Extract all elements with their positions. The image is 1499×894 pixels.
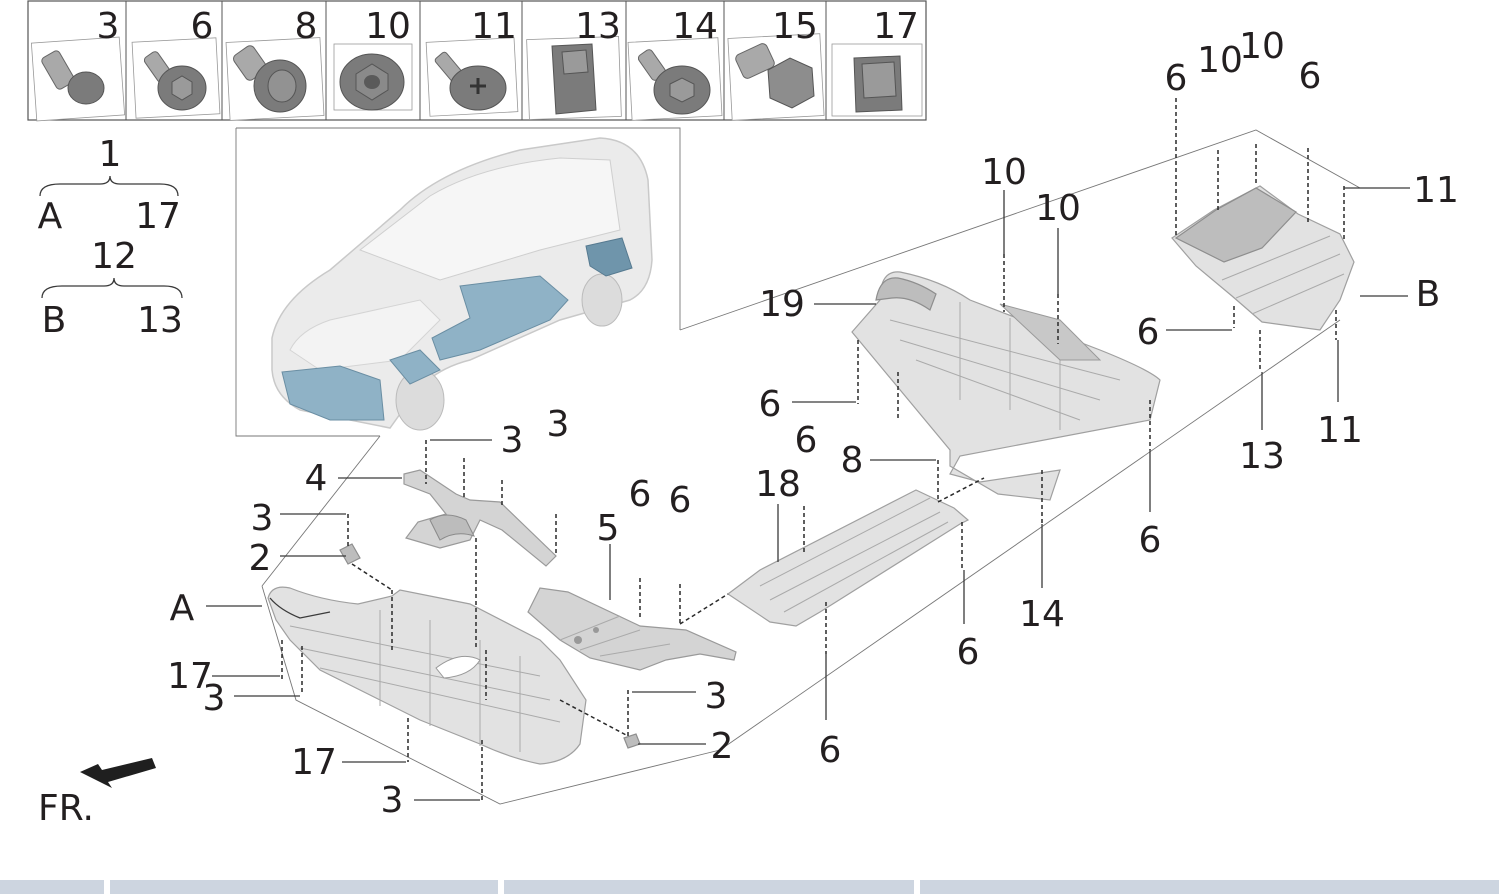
callout-2: 2 (711, 726, 734, 767)
front-direction-indicator: FR. (38, 758, 156, 829)
callout-6: 6 (759, 384, 782, 425)
kit-item-left: A (38, 196, 63, 237)
callout-10: 10 (981, 152, 1027, 193)
callout-13: 13 (1239, 436, 1285, 477)
callout-11: 11 (1317, 410, 1363, 451)
panel-18 (726, 489, 970, 627)
callout-8: 8 (841, 440, 864, 481)
callouts: 10 10 6 6 10 10 11 19 B 6 6 11 13 3 3 4 … (167, 26, 1459, 821)
callout-6: 6 (629, 474, 652, 515)
callout-6: 6 (669, 480, 692, 521)
callout-5: 5 (597, 508, 620, 549)
callout-19: 19 (759, 284, 805, 325)
callout-3: 3 (203, 678, 226, 719)
callout-2: 2 (249, 538, 272, 579)
bottom-toolbar (0, 880, 1499, 894)
bolt-15-icon (727, 33, 825, 121)
panel-19 (851, 271, 1161, 501)
callout-6: 6 (1165, 58, 1188, 99)
callout-6: 6 (1137, 312, 1160, 353)
callout-10: 10 (1239, 26, 1285, 67)
callout-6: 6 (957, 632, 980, 673)
kit-number: 1 (99, 134, 122, 175)
callout-a: A (170, 588, 195, 629)
part-number-15: 15 (772, 6, 818, 47)
callout-17: 17 (291, 742, 337, 783)
panel-a (267, 586, 587, 765)
callout-11: 11 (1413, 170, 1459, 211)
clip-8-icon (225, 37, 325, 121)
bracket-2-upper (339, 543, 361, 565)
kit-group-1: 1 A 17 (38, 134, 181, 237)
nut-10-icon (333, 43, 413, 111)
clip-17-icon (831, 43, 923, 117)
callout-3: 3 (381, 780, 404, 821)
brace (39, 175, 179, 197)
part-number-17: 17 (873, 6, 919, 47)
clip-13-icon (526, 36, 622, 120)
panel-rear-right (1171, 185, 1355, 331)
callout-17: 17 (167, 656, 213, 697)
arrow-left-icon (80, 758, 156, 788)
nut-6-icon (131, 37, 221, 119)
part-number-10: 10 (365, 6, 411, 47)
fastener-lines (281, 98, 1345, 800)
screw-11-icon (425, 37, 519, 117)
callout-b: B (1416, 274, 1441, 315)
bolt-3-icon (30, 36, 126, 122)
bracket-2-lower (623, 733, 641, 749)
hardware-strip: 3 6 8 10 11 13 14 15 17 (27, 0, 927, 122)
assembly-envelope (261, 129, 1361, 805)
callout-10: 10 (1035, 188, 1081, 229)
callout-3: 3 (251, 498, 274, 539)
callout-3: 3 (547, 404, 570, 445)
callout-10: 10 (1197, 40, 1243, 81)
callout-3: 3 (705, 676, 728, 717)
part-number-13: 13 (575, 6, 621, 47)
callout-14: 14 (1019, 594, 1065, 635)
kit-group-12: 12 B 13 (41, 236, 183, 341)
leader-lines (206, 187, 1410, 801)
front-label: FR. (38, 788, 94, 829)
kit-item-right: 13 (137, 300, 183, 341)
callout-3: 3 (501, 420, 524, 461)
vehicle-locator (235, 127, 681, 437)
part-number-3: 3 (97, 6, 120, 47)
callout-6: 6 (1139, 520, 1162, 561)
kit-item-left: B (42, 300, 67, 341)
brace (41, 277, 183, 299)
callout-4: 4 (305, 458, 328, 499)
callout-6: 6 (819, 730, 842, 771)
part-number-11: 11 (471, 6, 517, 47)
part-number-14: 14 (672, 6, 718, 47)
nut-14-icon (627, 37, 723, 121)
callout-6: 6 (1299, 56, 1322, 97)
panel-5 (527, 587, 737, 671)
kit-item-right: 17 (135, 196, 181, 237)
callout-6: 6 (795, 420, 818, 461)
callout-18: 18 (755, 464, 801, 505)
kit-number: 12 (91, 236, 137, 277)
part-number-6: 6 (191, 6, 214, 47)
part-number-8: 8 (295, 6, 318, 47)
bracket-4 (403, 469, 557, 567)
